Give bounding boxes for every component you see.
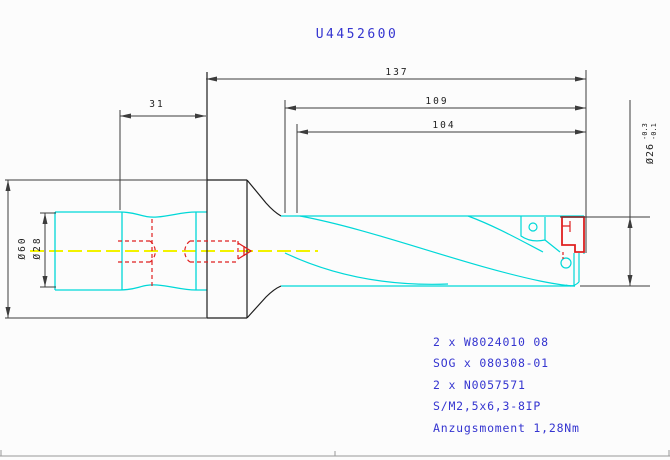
dim-dia26-tol-lower: -0.1	[650, 123, 658, 140]
cutting-insert	[561, 216, 585, 259]
parts-list-line-3: 2 x N0057571	[433, 378, 526, 392]
parts-list-line-4: S/M2,5x6,3-8IP	[433, 399, 541, 413]
parts-list-line-5: Anzugsmoment 1,28Nm	[433, 421, 580, 435]
tip-screw-head	[560, 257, 572, 269]
sheet-frame	[0, 450, 670, 457]
parts-list: 2 x W8024010 08 SOG x 080308-01 2 x N005…	[433, 335, 580, 435]
flute-curve	[284, 252, 449, 285]
dim-dia26-label: Ø26	[644, 143, 656, 164]
hidden-bore-lines	[118, 219, 156, 286]
shank-outline	[54, 211, 207, 291]
dimension-arrowheads	[5, 76, 633, 318]
dim-dia60-label: Ø60	[17, 236, 28, 259]
parts-list-line-2: SOG x 080308-01	[433, 356, 549, 370]
drill-body-outline	[281, 215, 585, 287]
dim-dia26-label-group: Ø26 -0.3 -0.1	[641, 123, 658, 164]
extension-lines	[5, 70, 650, 319]
pocket-screw-head	[528, 222, 538, 232]
insert-pocket	[520, 216, 546, 242]
clamp-screw-tip	[237, 242, 253, 260]
drawing-number: U4452600	[316, 27, 399, 42]
dim-31-label: 31	[149, 99, 164, 110]
dim-dia26-tol-upper: -0.3	[641, 123, 649, 140]
dim-137-label: 137	[385, 67, 408, 78]
dim-109-label: 109	[425, 96, 448, 107]
dimension-lines	[7, 78, 631, 318]
dim-dia28-label: Ø28	[32, 236, 43, 259]
flute-curve	[467, 215, 544, 253]
parts-list-line-1: 2 x W8024010 08	[433, 335, 549, 349]
flange-outline	[206, 72, 282, 319]
flute-curve	[299, 215, 576, 287]
dim-104-label: 104	[432, 120, 455, 131]
